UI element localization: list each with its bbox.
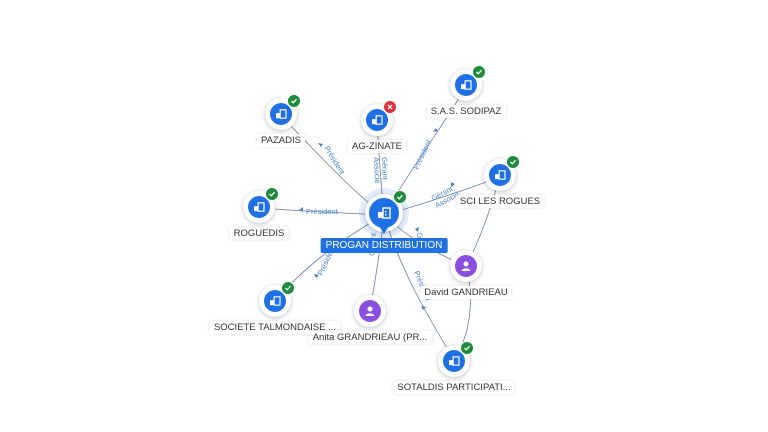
center-node-circle[interactable] bbox=[365, 190, 407, 232]
node-agzinate-circle[interactable] bbox=[361, 100, 397, 136]
edge-label-agzinate-1: GérantAssocié bbox=[372, 157, 390, 184]
node-label[interactable]: SOTALDIS PARTICIPATI... bbox=[393, 381, 515, 394]
edge-arrow bbox=[415, 227, 419, 232]
node-label[interactable]: PAZADIS bbox=[257, 134, 305, 147]
check-badge-icon bbox=[287, 94, 301, 108]
node-label[interactable]: David GANDRIEAU bbox=[420, 286, 512, 299]
building-icon bbox=[366, 109, 388, 131]
node-label[interactable]: ROGUEDIS bbox=[229, 227, 289, 240]
cross-badge-icon bbox=[383, 100, 397, 114]
building-icon bbox=[455, 74, 477, 96]
node-label[interactable]: Anita GRANDRIEAU (PR... bbox=[308, 331, 432, 344]
node-label[interactable]: SOCIETE TALMONDAISE ... bbox=[209, 321, 341, 334]
edge-sotaldis bbox=[383, 214, 455, 361]
edge-arrow bbox=[299, 207, 303, 212]
location-pin-icon bbox=[379, 226, 389, 234]
edge-arrow bbox=[314, 274, 319, 278]
edge-label-roguedis: Président bbox=[306, 207, 339, 216]
center-node-label[interactable]: PROGAN DISTRIBUTION bbox=[320, 238, 448, 253]
person-icon bbox=[455, 255, 477, 277]
edge-label-sodipaz: Président bbox=[412, 137, 434, 170]
node-talmondaise-circle[interactable] bbox=[259, 281, 295, 317]
node-anita-circle[interactable] bbox=[354, 295, 386, 327]
node-sodipaz-circle[interactable] bbox=[450, 65, 486, 101]
building-icon bbox=[270, 103, 292, 125]
check-badge-icon bbox=[460, 341, 474, 355]
check-badge-icon bbox=[265, 187, 279, 201]
check-badge-icon bbox=[393, 190, 407, 204]
building-icon bbox=[489, 164, 511, 186]
check-badge-icon bbox=[472, 65, 486, 79]
building-icon bbox=[369, 198, 399, 228]
node-scilesrogues-circle[interactable] bbox=[484, 155, 520, 191]
node-pazadis-circle[interactable] bbox=[265, 94, 301, 130]
building-icon bbox=[264, 290, 286, 312]
node-label[interactable]: S.A.S. SODIPAZ bbox=[426, 105, 506, 118]
node-roguedis-circle[interactable] bbox=[243, 187, 279, 223]
check-badge-icon bbox=[281, 281, 295, 295]
edge-arrow bbox=[433, 128, 438, 132]
building-icon bbox=[248, 196, 270, 218]
node-sotaldis-circle[interactable] bbox=[438, 341, 474, 377]
node-david-circle[interactable] bbox=[450, 250, 482, 282]
node-label[interactable]: AG-ZINATE bbox=[348, 140, 406, 153]
node-label[interactable]: SCI LES ROGUES bbox=[455, 195, 545, 208]
person-icon bbox=[359, 300, 381, 322]
edge-arrow bbox=[421, 306, 426, 310]
edge-label-pazadis: Président bbox=[322, 144, 347, 176]
building-icon bbox=[443, 350, 465, 372]
check-badge-icon bbox=[506, 155, 520, 169]
edge-arrow bbox=[451, 182, 455, 187]
edge-arrow bbox=[318, 143, 323, 147]
